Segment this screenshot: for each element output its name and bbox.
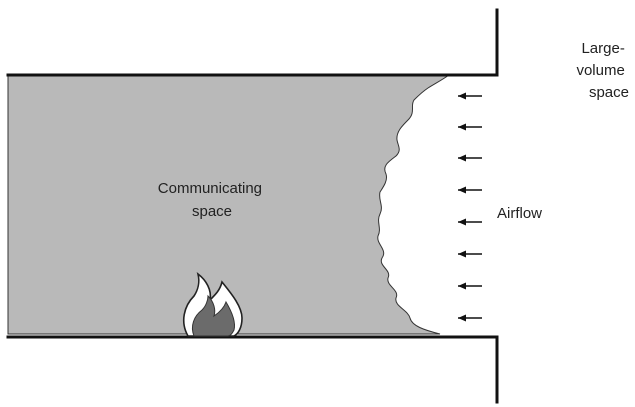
left-arrow-icon bbox=[458, 154, 482, 162]
label-line: space bbox=[589, 84, 629, 101]
left-arrow-icon bbox=[458, 123, 482, 131]
flame-icon bbox=[182, 272, 243, 337]
flame-inner bbox=[191, 294, 235, 337]
left-arrow-icon bbox=[458, 314, 482, 322]
label-line: Large- bbox=[581, 40, 624, 57]
label-line: volume bbox=[576, 62, 624, 79]
left-arrow-icon bbox=[458, 250, 482, 258]
left-arrow-icon bbox=[458, 218, 482, 226]
large-volume-space-label: Large- volume space bbox=[576, 40, 629, 101]
label-line: space bbox=[192, 203, 232, 220]
label-line: Communicating bbox=[158, 180, 262, 197]
communicating-space-label: Communicating space bbox=[158, 180, 266, 220]
left-arrow-icon bbox=[458, 92, 482, 100]
left-arrow-icon bbox=[458, 282, 482, 290]
airflow-arrows bbox=[458, 92, 482, 322]
wall-lines bbox=[6, 8, 499, 404]
smoke-region bbox=[7, 74, 451, 335]
airflow-label: Airflow bbox=[497, 205, 542, 222]
left-arrow-icon bbox=[458, 186, 482, 194]
